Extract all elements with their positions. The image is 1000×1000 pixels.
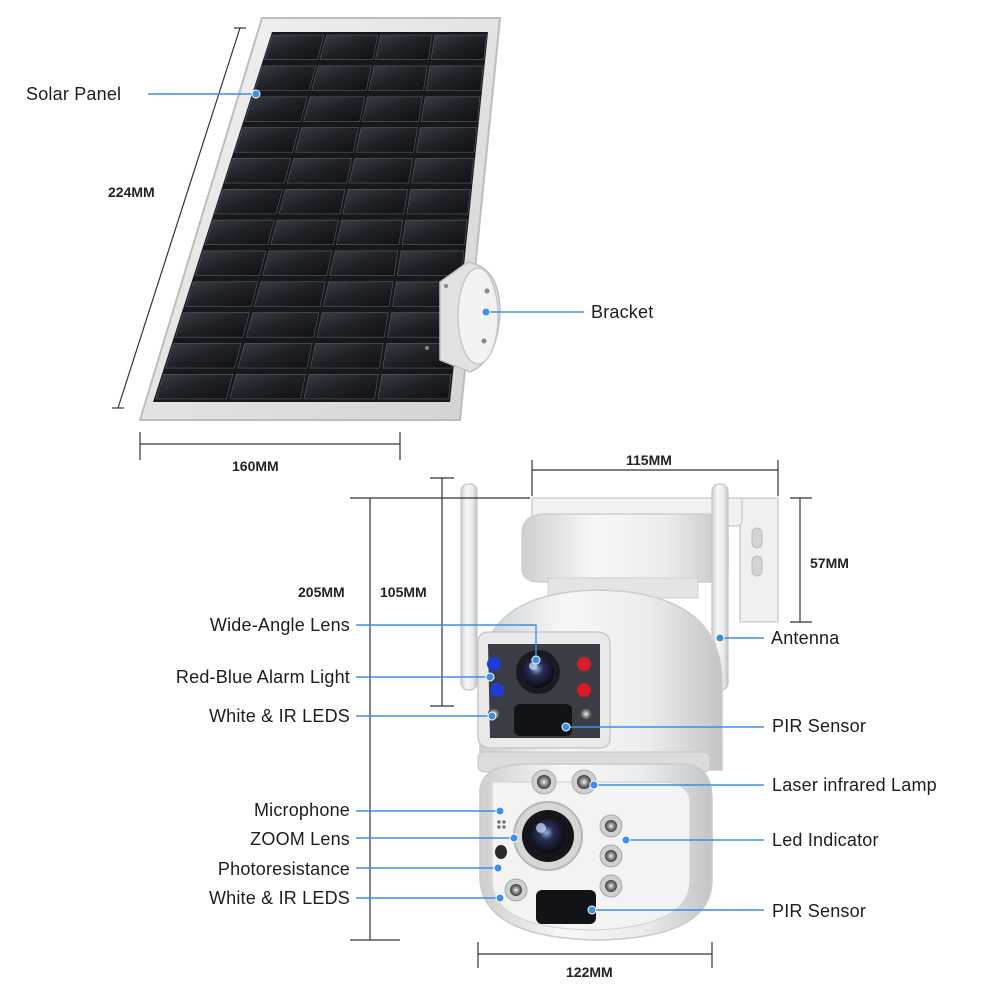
red-blue-alarm-label: Red-Blue Alarm Light	[175, 667, 350, 687]
solar-cell	[229, 373, 306, 400]
solar-cell	[425, 65, 484, 91]
solar-cell	[245, 312, 320, 338]
solar-cell	[349, 158, 413, 184]
solar-cell	[175, 312, 250, 338]
solar-cell	[316, 312, 389, 338]
solar-cell	[382, 343, 455, 369]
microphone-label: Microphone	[253, 800, 350, 820]
solar-cell	[355, 127, 418, 153]
solar-cell	[319, 34, 379, 61]
solar-cell	[362, 96, 423, 122]
white-ir-leds-upper-label: White & IR LEDS	[208, 706, 350, 726]
solar-cell	[323, 281, 394, 307]
solar-cell	[254, 65, 316, 91]
solar-cell	[155, 373, 234, 400]
solar-cell	[286, 158, 353, 184]
solar-cell	[194, 250, 267, 276]
solar-cell	[311, 65, 372, 91]
solar-cell	[342, 189, 409, 215]
solar-cell	[214, 189, 283, 215]
solar-cell	[270, 219, 339, 245]
solar-cell	[263, 34, 325, 61]
solar-cell	[303, 373, 379, 400]
solar-panel-label: Solar Panel	[26, 84, 122, 104]
solar-cell	[368, 65, 428, 91]
solar-cell	[278, 189, 346, 215]
solar-panel	[138, 17, 502, 421]
solar-cell	[165, 343, 242, 369]
solar-cell	[375, 34, 433, 61]
photoresistance-label: Photoresistance	[217, 859, 350, 879]
solar-cell	[244, 96, 308, 122]
total-height-label: 205MM	[298, 584, 345, 600]
pir-sensor-upper-label: PIR Sensor	[772, 716, 867, 736]
antenna-label: Antenna	[771, 628, 840, 648]
solar-cell	[237, 343, 313, 369]
top-width-label: 115MM	[626, 452, 672, 468]
led-indicator-label: Led Indicator	[772, 830, 879, 850]
solar-cell	[401, 219, 468, 245]
wide-angle-lens-label: Wide-Angle Lens	[209, 615, 350, 635]
solar-cell	[416, 127, 478, 153]
solar-cell	[234, 127, 300, 153]
pir-sensor-lower-label: PIR Sensor	[772, 901, 867, 921]
zoom-lens-label: ZOOM Lens	[250, 829, 350, 849]
solar-cell	[254, 281, 326, 307]
solar-cell	[224, 158, 292, 184]
solar-cell	[310, 343, 384, 369]
upper-height-label: 105MM	[380, 584, 427, 600]
solar-cell	[184, 281, 259, 307]
solar-cell	[377, 373, 452, 400]
solar-cell	[303, 96, 366, 122]
laser-ir-lamp-label: Laser infrared Lamp	[772, 775, 937, 795]
panel-height-label: 224MM	[108, 184, 155, 200]
body-width-label: 122MM	[566, 964, 613, 980]
callout-lines	[148, 89, 764, 915]
solar-cell	[420, 96, 481, 122]
solar-cell	[204, 219, 275, 245]
white-ir-leds-lower-label: White & IR LEDS	[208, 888, 350, 908]
mount-height-label: 57MM	[810, 555, 849, 571]
solar-cell	[295, 127, 359, 153]
dimension-lines	[112, 27, 812, 968]
solar-cell	[411, 158, 474, 184]
solar-cells	[155, 34, 487, 400]
solar-cell	[262, 250, 333, 276]
camera	[460, 483, 779, 941]
solar-cell	[336, 219, 404, 245]
solar-cell	[406, 189, 471, 215]
solar-cell	[329, 250, 399, 276]
solar-cell	[430, 34, 487, 61]
bracket-label: Bracket	[591, 302, 654, 322]
panel-width-label: 160MM	[232, 458, 279, 474]
